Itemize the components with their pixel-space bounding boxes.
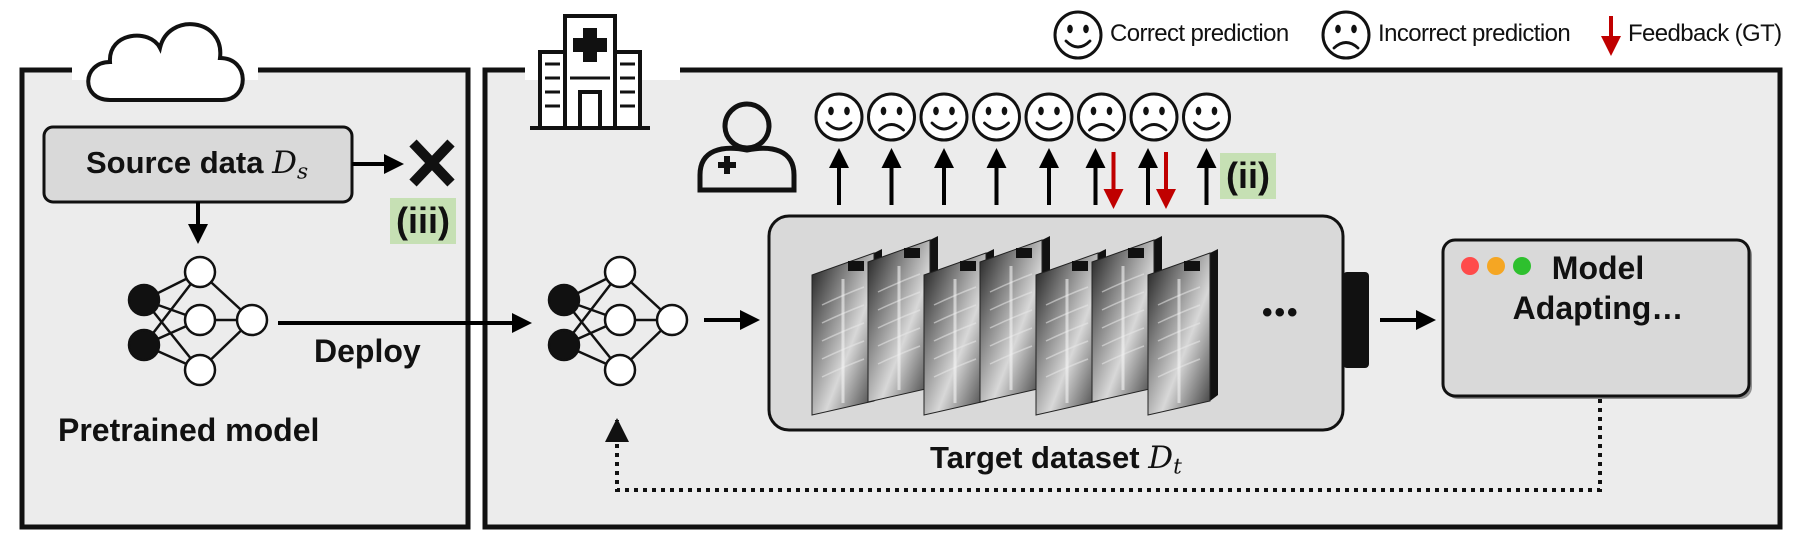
frown-icon <box>1129 92 1179 142</box>
x-mark-icon <box>409 139 455 187</box>
smiley-icon <box>1053 10 1103 60</box>
legend-incorrect-label: Incorrect prediction <box>1378 20 1571 47</box>
smiley-icon <box>1182 92 1231 142</box>
window-close-dot <box>1461 257 1479 275</box>
smiley-icon <box>919 92 969 142</box>
legend-feedback-label: Feedback (GT) <box>1628 20 1782 47</box>
feedback-loop <box>615 399 1602 492</box>
smiley-icon <box>1024 92 1074 142</box>
cloud-icon <box>86 22 245 102</box>
legend-correct-label: Correct prediction <box>1110 20 1289 47</box>
model-adapting-label: Model Adapting… <box>1443 248 1753 328</box>
target-dataset-label: Target dataset Dt <box>930 440 1182 480</box>
tag-ii: (ii) <box>1220 153 1276 199</box>
frown-icon <box>1077 92 1126 142</box>
doctor-icon <box>697 101 797 193</box>
tag-iii: (iii) <box>390 198 456 244</box>
xray-image-icon <box>1147 249 1218 416</box>
neural-network-icon <box>547 255 689 387</box>
window-maximize-dot <box>1513 257 1531 275</box>
frown-icon <box>1321 10 1371 60</box>
ellipsis: ••• <box>1262 296 1300 329</box>
model-adapting-window <box>1441 238 1752 399</box>
frown-icon <box>867 92 916 142</box>
smiley-icon <box>814 92 864 142</box>
source-data-label: Source data Ds <box>86 145 309 185</box>
window-minimize-dot <box>1487 257 1505 275</box>
neural-network-icon <box>127 255 269 387</box>
model-adapting-line2: Adapting… <box>1512 290 1684 326</box>
pretrained-model-label: Pretrained model <box>58 412 320 448</box>
smiley-icon <box>972 92 1021 142</box>
deploy-label: Deploy <box>314 333 421 369</box>
model-adapting-line1: Model <box>1551 250 1645 286</box>
hospital-icon <box>530 14 650 130</box>
